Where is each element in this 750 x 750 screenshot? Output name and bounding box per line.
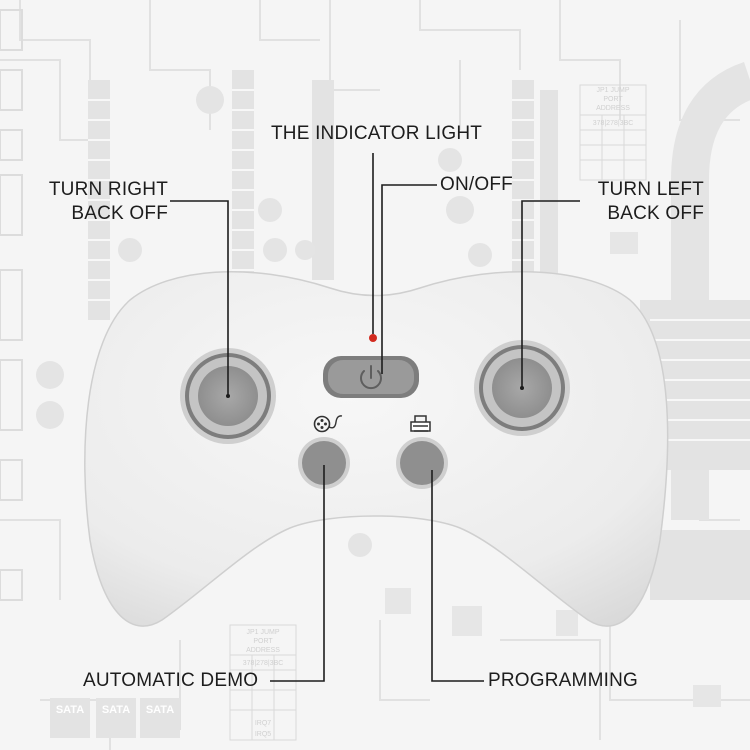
left-joystick[interactable] xyxy=(180,348,276,444)
power-icon xyxy=(360,365,382,390)
film-reel-icon xyxy=(313,415,343,433)
sata-label: SATA xyxy=(56,704,84,716)
controller-body xyxy=(84,270,669,627)
jumper-sub2: ADDRESS xyxy=(246,647,280,654)
automatic-demo-button[interactable] xyxy=(298,437,350,489)
label-programming: PROGRAMMING xyxy=(488,670,638,691)
label-turn-left: TURN LEFT BACK OFF xyxy=(597,179,704,224)
sata-label: SATA xyxy=(146,704,174,716)
jumper-row: IRQ5 xyxy=(255,731,271,738)
indicator-light xyxy=(369,334,377,342)
label-indicator-light: THE INDICATOR LIGHT xyxy=(271,123,483,144)
jumper-sub2: ADDRESS xyxy=(596,105,630,112)
jumper-sub: PORT xyxy=(603,96,623,103)
on-off-button[interactable] xyxy=(323,356,419,398)
programming-button[interactable] xyxy=(396,437,448,489)
label-on-off: ON/OFF xyxy=(440,174,513,195)
jumper-row: IRQ7 xyxy=(255,720,271,727)
label-turn-right: TURN RIGHT BACK OFF xyxy=(48,179,168,224)
jumper-title: JP1 JUMP xyxy=(596,87,629,94)
jumper-sub: PORT xyxy=(253,638,273,645)
jumper-cols: 378|278|3BC xyxy=(593,120,634,127)
jumper-title: JP1 JUMP xyxy=(246,629,279,636)
label-automatic-demo: AUTOMATIC DEMO xyxy=(83,670,259,691)
printer-icon xyxy=(410,415,431,432)
jumper-cols: 378|278|3BC xyxy=(243,660,284,667)
sata-label: SATA xyxy=(102,704,130,716)
right-joystick[interactable] xyxy=(474,340,570,436)
